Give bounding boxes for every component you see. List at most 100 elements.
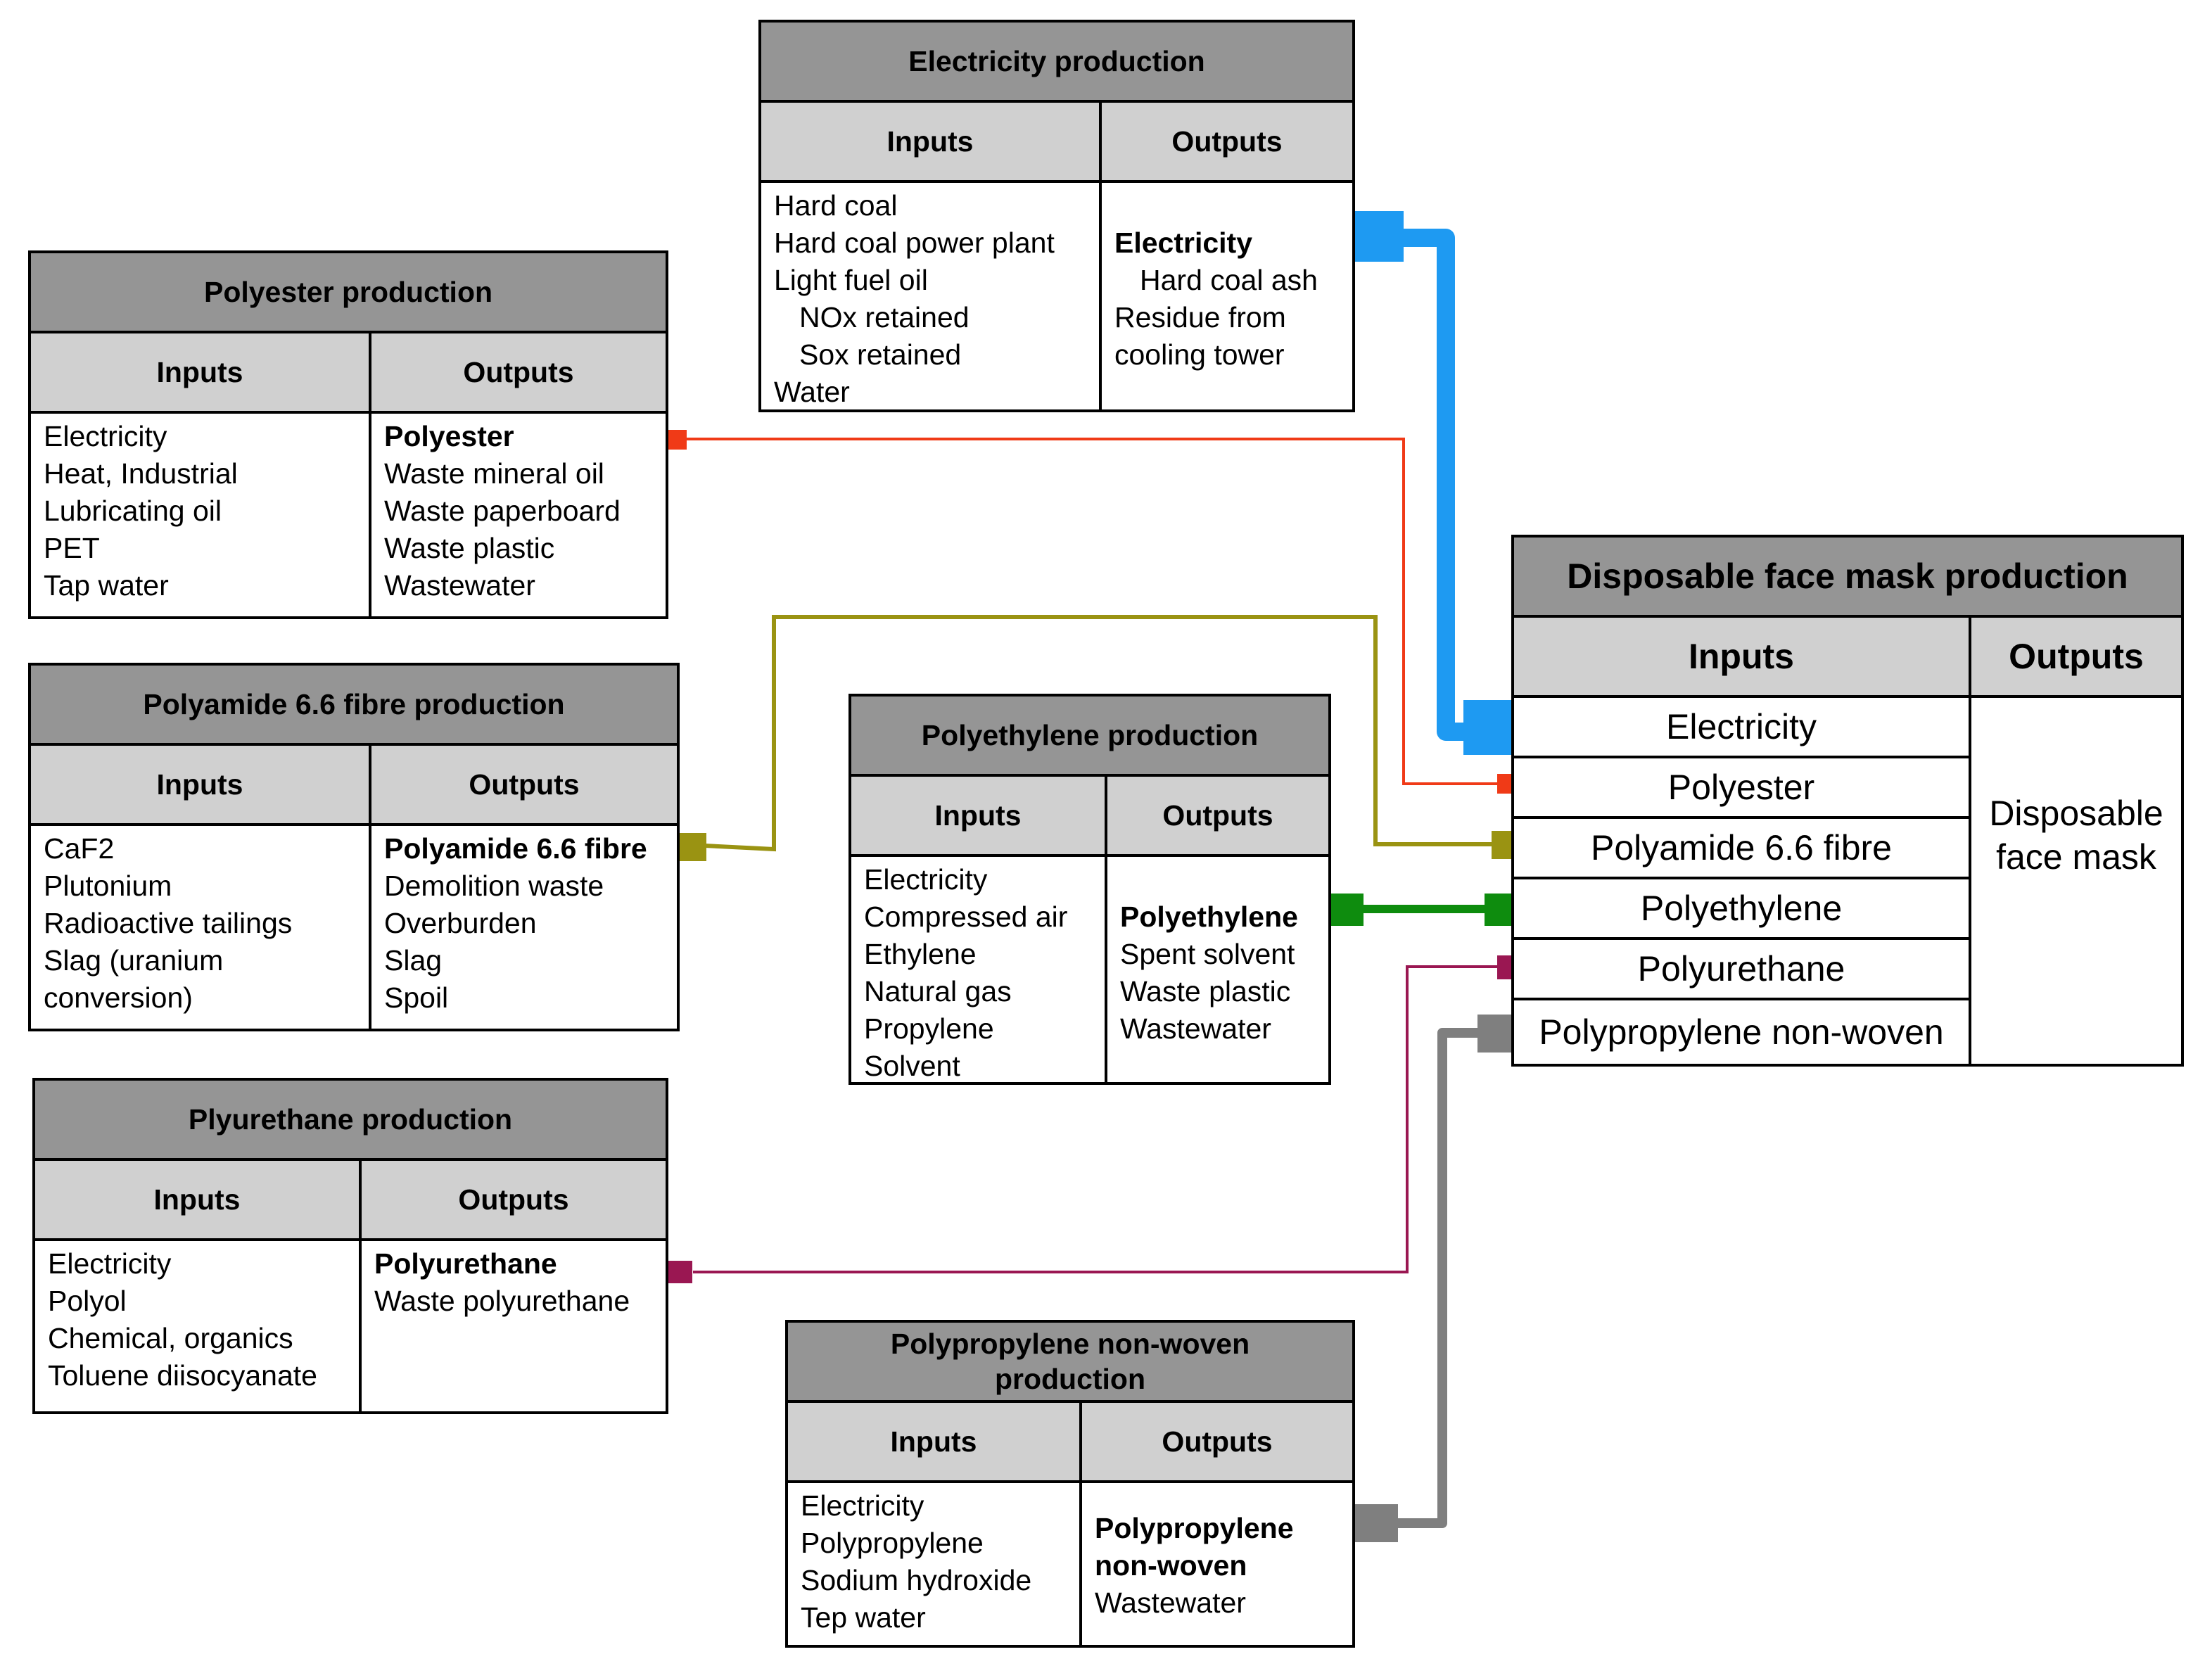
list-item: Toluene diisocyanate <box>48 1359 317 1392</box>
list-item: Waste mineral oil <box>384 457 604 490</box>
polyethylene-production-box: Polyethylene production Inputs Outputs E… <box>848 694 1331 1085</box>
list-item: NOx retained <box>799 301 970 333</box>
list-item: Electricity <box>801 1489 924 1522</box>
polyethylene-outputs-header: Outputs <box>1162 799 1273 832</box>
list-item: Electricity <box>864 863 988 896</box>
list-item: CaF2 <box>44 832 115 865</box>
polyamide-outputs-list: Polyamide 6.6 fibre Demolition waste Ove… <box>371 826 677 1029</box>
electricity-inputs-list: Hard coal Hard coal power plant Light fu… <box>761 183 1102 409</box>
list-item: Sox retained <box>799 338 962 371</box>
list-item: Light fuel oil <box>774 264 928 296</box>
polyamide-production-box: Polyamide 6.6 fibre production Inputs Ou… <box>28 663 680 1031</box>
list-item: Polyol <box>48 1285 127 1317</box>
electricity-flow-end <box>1463 700 1511 755</box>
polyester-flow-line <box>686 438 1499 785</box>
list-item: Slag <box>384 944 443 977</box>
polypropylene-flow-start <box>1354 1504 1398 1542</box>
mask-production-title: Disposable face mask production <box>1514 538 2181 618</box>
title-line: Polypropylene non-woven <box>890 1328 1250 1360</box>
list-item: Waste paperboard <box>384 495 621 527</box>
polyurethane-outputs-header: Outputs <box>458 1183 569 1216</box>
output-line: Disposable <box>1989 794 2163 833</box>
mask-input-electricity: Electricity <box>1514 698 1969 758</box>
mask-outputs-header: Outputs <box>2009 637 2144 676</box>
list-item: Propylene <box>864 1012 994 1045</box>
list-item: Polyamide 6.6 fibre <box>384 832 647 865</box>
polyethylene-outputs-list: Polyethylene Spent solvent Waste plastic… <box>1107 857 1328 1082</box>
polyethylene-flow-end <box>1485 894 1514 926</box>
mask-inputs-list: Electricity Polyester Polyamide 6.6 fibr… <box>1514 698 1971 1064</box>
list-item: Sodium hydroxide <box>801 1564 1032 1596</box>
list-item: Chemical, organics <box>48 1322 293 1354</box>
electricity-outputs-list: Electricity Hard coal ash Residue from c… <box>1102 183 1352 409</box>
polypropylene-inputs-list: Electricity Polypropylene Sodium hydroxi… <box>788 1483 1082 1645</box>
polyester-production-title: Polyester production <box>31 253 666 333</box>
polypropylene-production-box: Polypropylene non-woven production Input… <box>785 1320 1355 1648</box>
list-item: Wastewater <box>1120 1012 1271 1045</box>
list-item: Polyethylene <box>1120 901 1298 933</box>
mask-input-polyurethane: Polyurethane <box>1514 940 1969 1000</box>
electricity-production-box: Electricity production Inputs Outputs Ha… <box>758 20 1355 412</box>
polyamide-inputs-header: Inputs <box>31 746 371 823</box>
list-item: Polypropylene <box>1095 1512 1294 1544</box>
list-item: PET <box>44 532 100 564</box>
list-item: Electricity <box>44 420 167 452</box>
list-item: cooling tower <box>1114 338 1285 371</box>
title-line: production <box>994 1363 1146 1395</box>
polypropylene-inputs-header: Inputs <box>788 1403 1082 1480</box>
polyamide-flow-end <box>1492 831 1514 859</box>
polyethylene-inputs-list: Electricity Compressed air Ethylene Natu… <box>851 857 1107 1082</box>
list-item: Natural gas <box>864 975 1012 1007</box>
list-item: Waste polyurethane <box>374 1285 630 1317</box>
polyethylene-inputs-header: Inputs <box>851 777 1107 854</box>
mask-input-polyamide: Polyamide 6.6 fibre <box>1514 819 1969 879</box>
list-item: Spent solvent <box>1120 938 1295 970</box>
list-item: Polyester <box>384 420 514 452</box>
list-item: Residue from <box>1114 301 1286 333</box>
mask-input-polyethylene: Polyethylene <box>1514 879 1969 940</box>
polyurethane-production-title: Plyurethane production <box>35 1081 666 1161</box>
polypropylene-flow-end <box>1477 1015 1514 1053</box>
mask-output: Disposable face mask <box>1971 698 2181 1064</box>
list-item: Tep water <box>801 1601 926 1634</box>
mask-input-polyester: Polyester <box>1514 758 1969 819</box>
list-item: Wastewater <box>384 569 535 602</box>
list-item: Demolition waste <box>384 870 604 902</box>
list-item: Radioactive tailings <box>44 907 293 939</box>
list-item: conversion) <box>44 981 193 1014</box>
polyester-inputs-list: Electricity Heat, Industrial Lubricating… <box>31 414 371 616</box>
list-item: Hard coal power plant <box>774 227 1055 259</box>
list-item: Compressed air <box>864 901 1068 933</box>
polyester-production-box: Polyester production Inputs Outputs Elec… <box>28 250 668 619</box>
polyamide-production-title: Polyamide 6.6 fibre production <box>31 666 677 746</box>
polyester-outputs-list: Polyester Waste mineral oil Waste paperb… <box>371 414 666 616</box>
polyamide-outputs-header: Outputs <box>469 768 580 801</box>
polyurethane-flow-start <box>668 1261 692 1283</box>
list-item: Polyurethane <box>374 1247 557 1280</box>
electricity-flow-start <box>1354 211 1404 262</box>
list-item: non-woven <box>1095 1549 1247 1582</box>
polyurethane-inputs-list: Electricity Polyol Chemical, organics To… <box>35 1241 362 1411</box>
list-item: Electricity <box>1114 227 1252 259</box>
polyester-inputs-header: Inputs <box>31 333 371 411</box>
mask-inputs-header: Inputs <box>1514 618 1971 695</box>
list-item: Waste plastic <box>384 532 555 564</box>
polypropylene-outputs-header: Outputs <box>1162 1425 1273 1458</box>
list-item: Lubricating oil <box>44 495 222 527</box>
list-item: Waste plastic <box>1120 975 1291 1007</box>
polyurethane-inputs-header: Inputs <box>35 1161 362 1238</box>
list-item: Electricity <box>48 1247 172 1280</box>
polypropylene-outputs-list: Polypropylene non-woven Wastewater <box>1082 1483 1352 1645</box>
list-item: Polypropylene <box>801 1527 984 1559</box>
polyester-outputs-header: Outputs <box>463 355 574 388</box>
polyamide-inputs-list: CaF2 Plutonium Radioactive tailings Slag… <box>31 826 371 1029</box>
polyester-flow-end <box>1497 774 1513 794</box>
list-item: Ethylene <box>864 938 977 970</box>
polypropylene-production-title: Polypropylene non-woven production <box>788 1323 1352 1403</box>
list-item: Wastewater <box>1095 1586 1246 1619</box>
mask-production-box: Disposable face mask production Inputs O… <box>1511 535 2184 1067</box>
list-item: Water <box>774 376 850 408</box>
list-item: Overburden <box>384 907 537 939</box>
polyethylene-flow-start <box>1330 894 1364 926</box>
